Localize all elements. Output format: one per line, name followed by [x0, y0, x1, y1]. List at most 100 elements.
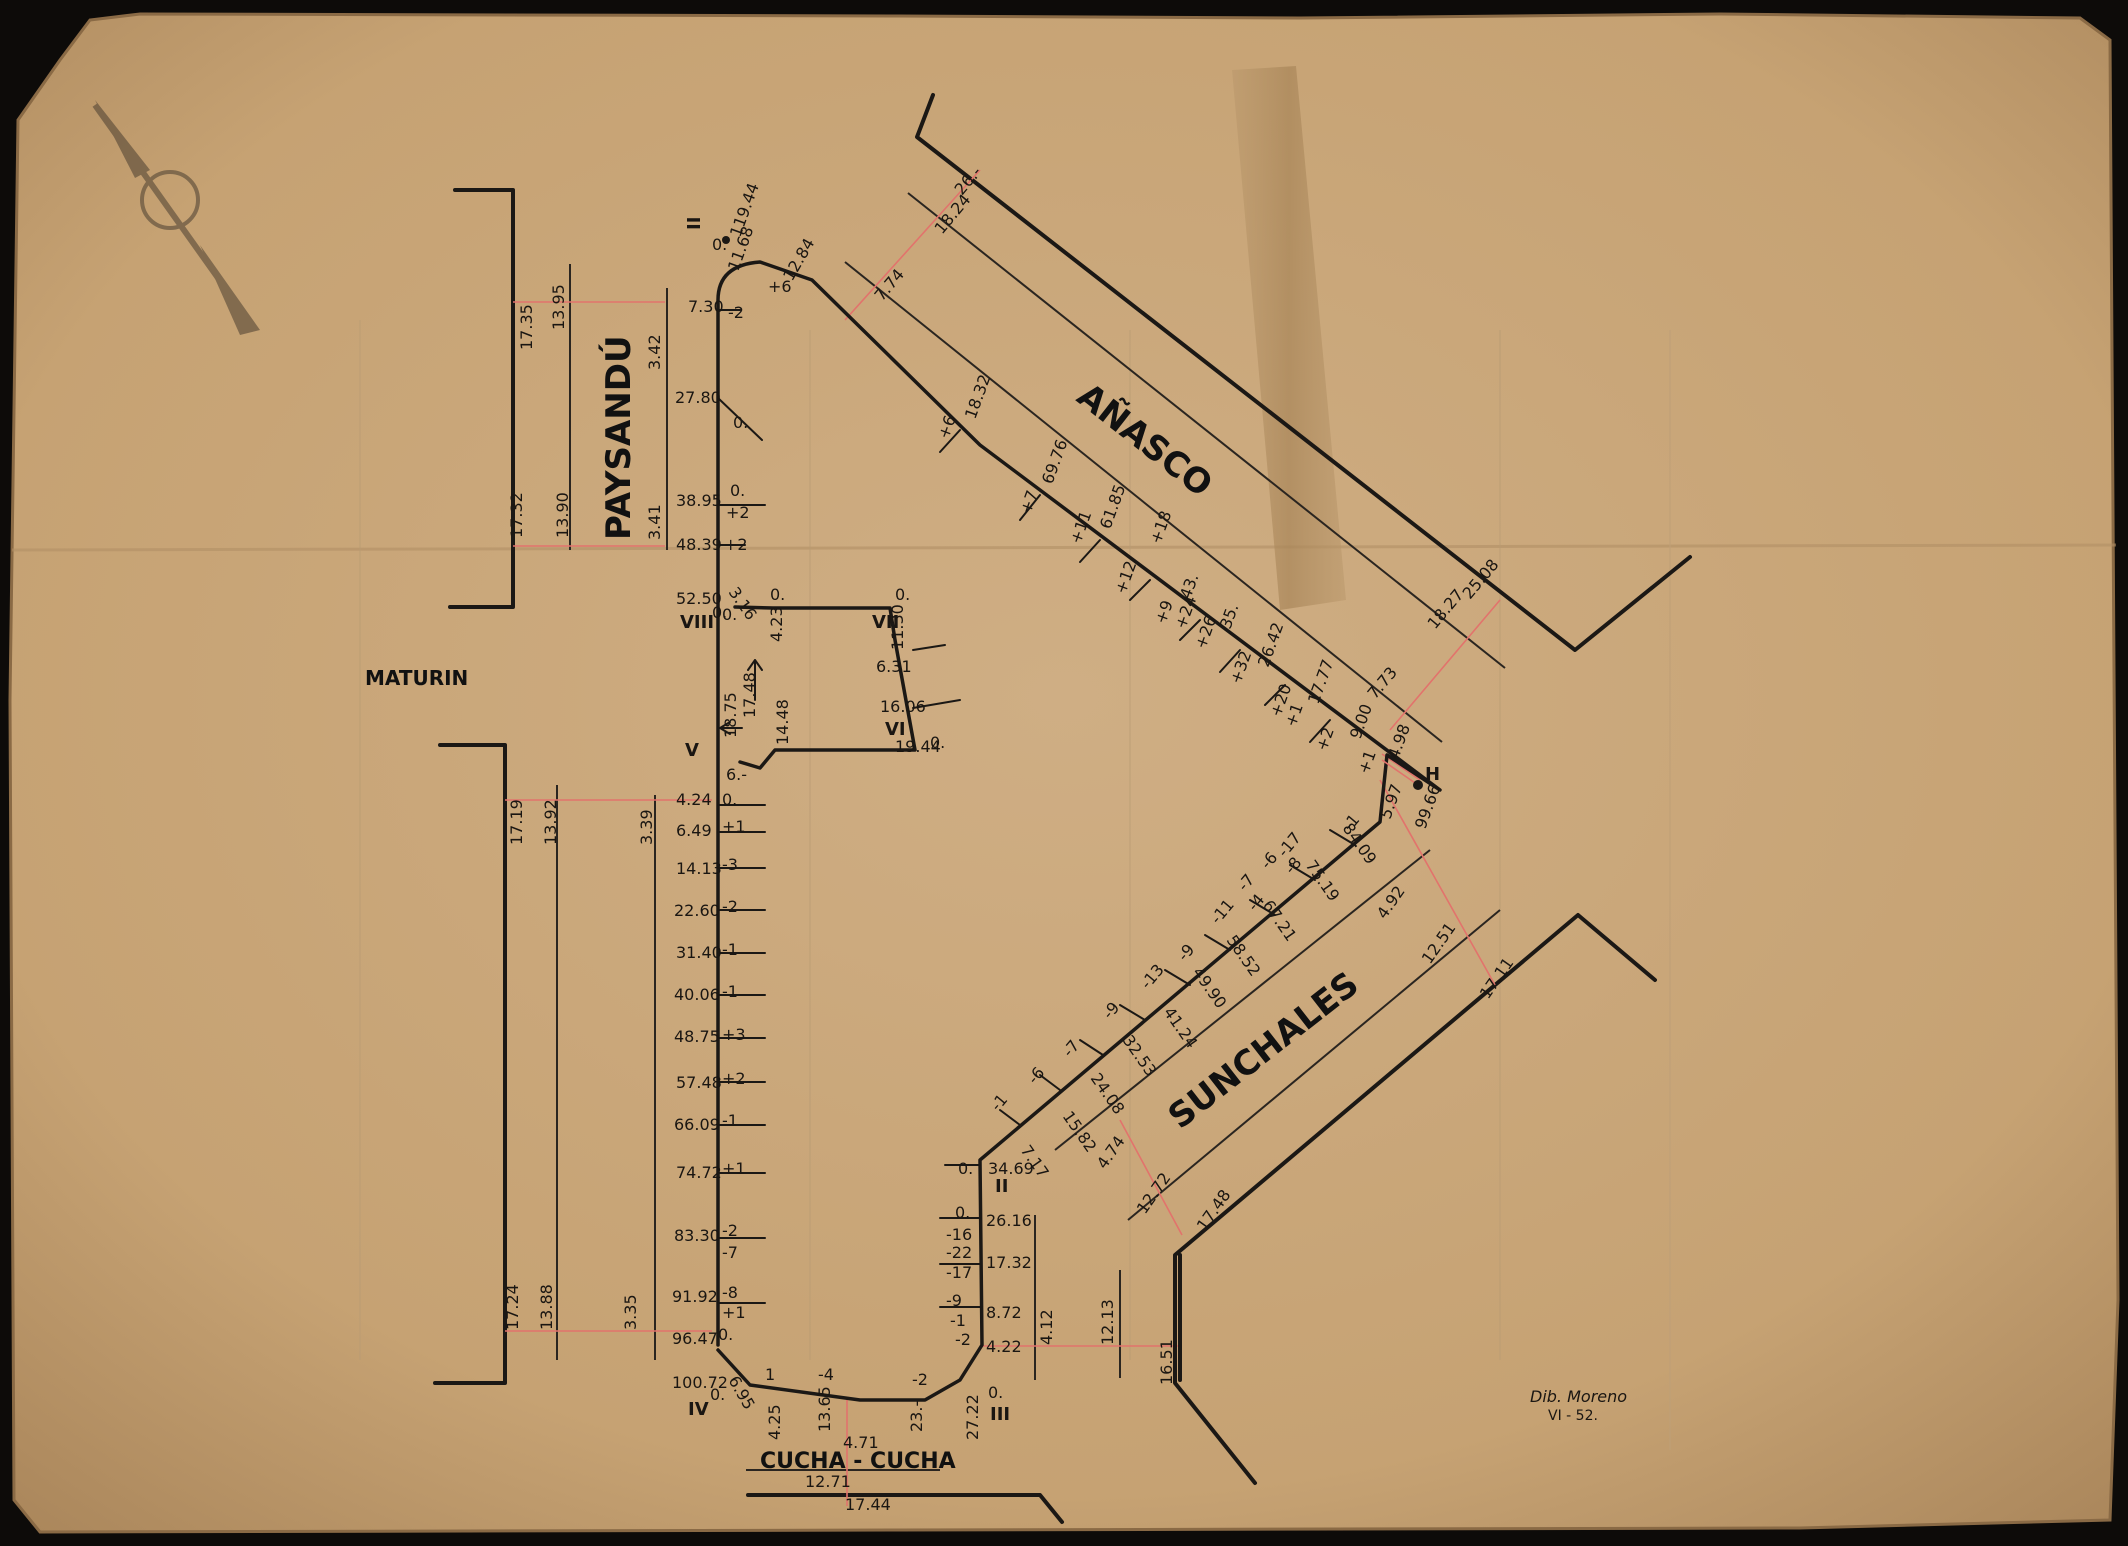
- west-dim-a: 17.19: [507, 799, 526, 845]
- signature-date: VI - 52.: [1548, 1408, 1598, 1424]
- arc-right-offset: +6: [768, 277, 792, 296]
- island-top-left: 0.: [712, 603, 727, 622]
- w-off-2: -3: [722, 855, 738, 874]
- e-off-0: -2: [955, 1330, 971, 1349]
- w-off-11: -7: [722, 1243, 738, 1262]
- paysandu-dim-e: 13.90: [553, 492, 572, 538]
- marker-vii: VII: [872, 612, 899, 633]
- n-off-5: 0.: [722, 605, 737, 624]
- e-st-1: 8.72: [986, 1303, 1022, 1322]
- street-label-paysandu: PAYSANDÚ: [598, 335, 639, 540]
- w-off-7: +2: [722, 1069, 746, 1088]
- signature-name: Dib. Moreno: [1530, 1387, 1627, 1406]
- paysandu-building-line: [448, 188, 515, 609]
- paysandu-dim-f: 3.41: [645, 504, 664, 540]
- w-st-9: 74.72: [676, 1163, 722, 1182]
- c-st-3: 13.65: [815, 1386, 834, 1432]
- n-off-4: +2: [724, 535, 748, 554]
- w-off-3: -2: [722, 897, 738, 916]
- e-off-6: -16: [946, 1225, 972, 1244]
- w-st-7: 57.48: [676, 1073, 722, 1092]
- island-ob: 0.: [895, 585, 910, 604]
- paper-sheet: [8, 12, 2120, 1534]
- island-top-right: 4.23: [767, 606, 786, 642]
- c-off-0: 0.: [710, 1385, 725, 1404]
- island-1748: 17.48: [740, 672, 759, 718]
- c-st-5: 27.22: [963, 1394, 982, 1440]
- e-off-5: 0.: [955, 1203, 970, 1222]
- island-1875: 18.75: [721, 692, 740, 738]
- north-arrow-icon: [92, 100, 260, 335]
- east-dim-c: 16.51: [1157, 1339, 1176, 1385]
- w-off-10: -2: [722, 1221, 738, 1240]
- w-off-5: -1: [722, 982, 738, 1001]
- e-st-5: 26.16: [986, 1211, 1032, 1230]
- w-off-12: -8: [722, 1283, 738, 1302]
- marker-ii: II: [684, 217, 705, 230]
- w-off-13: +1: [722, 1303, 746, 1322]
- e-off-2: -1: [950, 1311, 966, 1330]
- c-st-1: 4.25: [765, 1404, 784, 1440]
- island-polygon: [733, 605, 917, 770]
- c-off-1: 1: [765, 1365, 775, 1384]
- w-off-4: -1: [722, 940, 738, 959]
- e-off-1: -9: [946, 1291, 962, 1310]
- w-st-1: 6.49: [676, 821, 712, 840]
- cucha-building-line: [746, 1493, 1064, 1524]
- island-seg-top: 0.: [770, 585, 785, 604]
- island-vi: 19.44: [895, 737, 941, 756]
- c-off-5: 0.: [988, 1383, 1003, 1402]
- n-st-0: 7.30: [688, 297, 724, 316]
- w-st-3: 22.60: [674, 901, 720, 920]
- west-dim-d: 17.24: [503, 1284, 522, 1330]
- island-v-off: 6.-: [726, 765, 747, 784]
- w-off-9: +1: [722, 1159, 746, 1178]
- w-st-6: 48.75: [674, 1027, 720, 1046]
- w-off-6: +3: [722, 1025, 746, 1044]
- paysandu-dim-d: 17.32: [507, 492, 526, 538]
- west-dim-f: 3.35: [621, 1294, 640, 1330]
- w-off-14: 0.: [718, 1325, 733, 1344]
- sunchales-building-line: [1173, 913, 1657, 1485]
- e-off-4: -17: [946, 1263, 972, 1282]
- cucha-dim-b: 12.71: [805, 1472, 851, 1491]
- w-st-14: 96.47: [672, 1329, 718, 1348]
- marker-h: H: [1425, 764, 1440, 785]
- west-dim-b: 13.92: [541, 799, 560, 845]
- n-off-0: -2: [728, 303, 744, 322]
- west-dim-c: 3.39: [637, 809, 656, 845]
- n-off-2: 0.: [730, 481, 745, 500]
- cucha-dim-c: 17.44: [845, 1495, 891, 1514]
- marker-ii-east: II: [995, 1176, 1008, 1197]
- east-dim-b: 12.13: [1098, 1299, 1117, 1345]
- e-st-0: 4.22: [986, 1337, 1022, 1356]
- w-off-0: 0.: [722, 790, 737, 809]
- paysandu-dim-c: 3.42: [645, 334, 664, 370]
- paysandu-dim-b: 13.95: [549, 284, 568, 330]
- e-off-7: 0.: [958, 1159, 973, 1178]
- island-oc: 0.: [930, 733, 945, 752]
- n-off-1: 0.: [733, 413, 748, 432]
- tape-strip: [1232, 66, 1346, 610]
- c-st-0: 100.72: [672, 1373, 728, 1392]
- street-label-maturin: MATURIN: [365, 666, 468, 690]
- n-st-5: 52.50: [676, 589, 722, 608]
- c-st-4: 23.-: [907, 1401, 926, 1432]
- w-st-2: 14.13: [676, 859, 722, 878]
- e-st-3: 17.32: [986, 1253, 1032, 1272]
- c-off-4: -2: [912, 1370, 928, 1389]
- w-off-1: +1: [722, 817, 746, 836]
- c-off-3: -4: [818, 1365, 834, 1384]
- w-st-12: 91.92: [672, 1287, 718, 1306]
- paysandu-dim-a: 17.35: [517, 304, 536, 350]
- n-off-3: +2: [726, 503, 750, 522]
- marker-iv: IV: [688, 1399, 709, 1420]
- marker-v: V: [685, 740, 699, 761]
- w-st-8: 66.09: [674, 1115, 720, 1134]
- island-1606: 16.06: [880, 697, 926, 716]
- west-dim-e: 13.88: [537, 1284, 556, 1330]
- island-1448: 14.48: [773, 699, 792, 745]
- street-label-cucha: CUCHA - CUCHA: [760, 1449, 956, 1474]
- west-building-line: [433, 743, 507, 1385]
